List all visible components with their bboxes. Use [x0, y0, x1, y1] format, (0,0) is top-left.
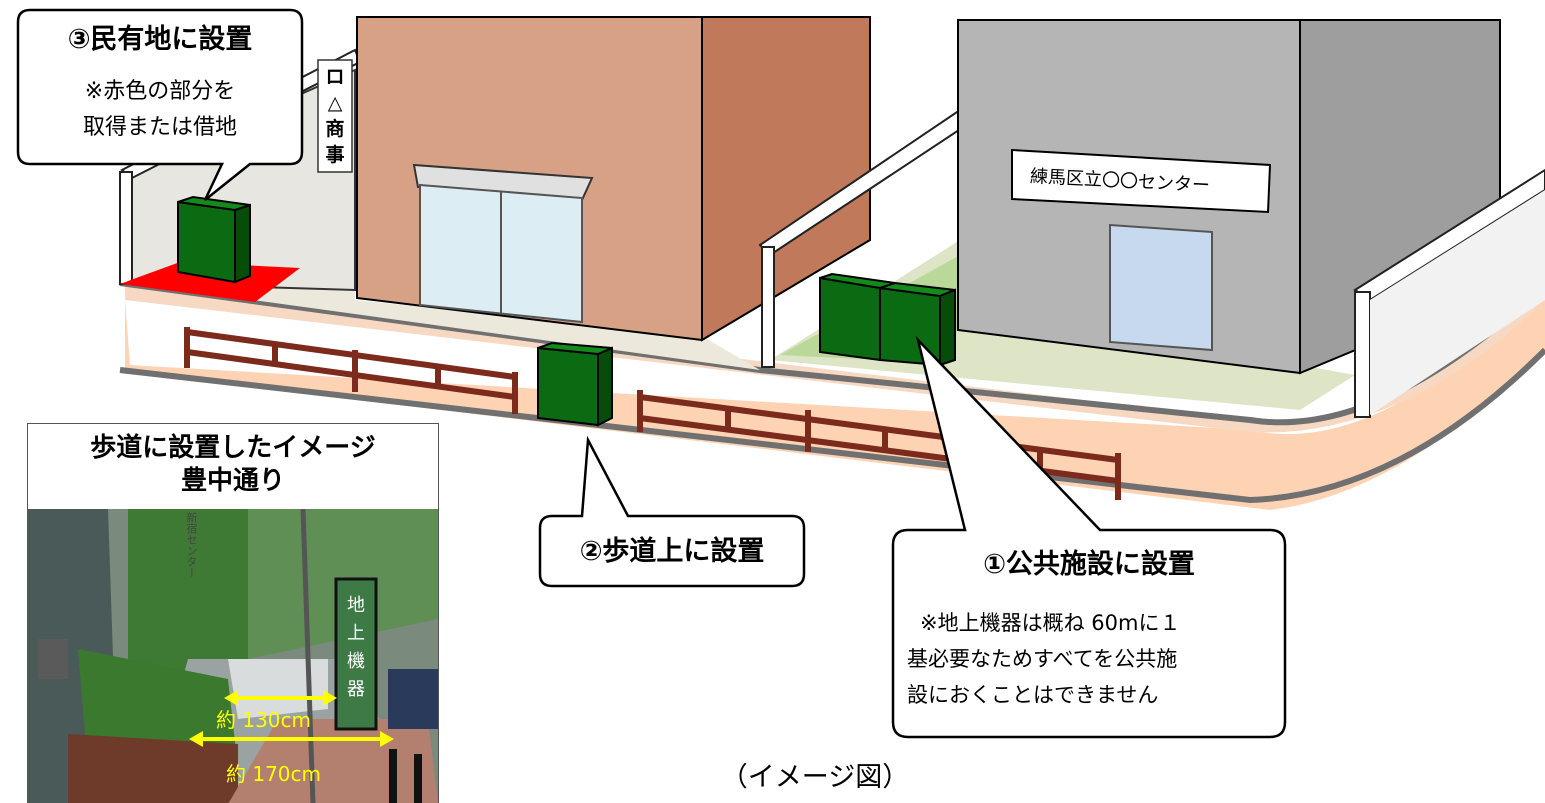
shop-sign-board	[317, 59, 353, 173]
street-photo	[28, 509, 438, 803]
shop-sign-char: 商	[325, 118, 345, 140]
callout-private-bubble	[16, 8, 304, 201]
equipment-char: 機	[347, 651, 365, 672]
equipment-private-side	[234, 203, 251, 284]
callout-public-title: ①公共施設に設置	[983, 549, 1195, 580]
equipment-char: 上	[347, 623, 365, 644]
shop-sign-char: 事	[325, 144, 345, 166]
callout-private-title: ③民有地に設置	[67, 24, 253, 55]
callout-public-note-3: 設におくことはできません	[907, 683, 1159, 707]
caption: （イメージ図）	[720, 762, 910, 793]
curb-bottom	[119, 347, 1545, 504]
callout-public-note-2: 基必要なためすべてを公共施	[907, 647, 1178, 671]
photo-title: 歩道に設置したイメージ 豊中通り	[28, 424, 438, 509]
far-right-post	[1354, 291, 1371, 418]
equipment-private-front	[177, 200, 236, 284]
callout-public-note-1: ※地上機器は概ね 60mに１	[920, 611, 1181, 635]
shop-sign-char: ロ	[325, 66, 345, 88]
photo-equipment	[334, 577, 378, 731]
public-sign-board	[1011, 148, 1272, 214]
photo-inset: 歩道に設置したイメージ 豊中通り 地 上 機 器 新宿センター 約 130cm …	[27, 423, 439, 803]
shop-sign-char: △	[327, 92, 343, 114]
equipment-sidewalk-front	[537, 346, 599, 427]
measure-130: 約 130cm	[216, 708, 312, 732]
photo-equipment-label: 地 上 機 器	[336, 592, 376, 704]
callout-public-bubble	[891, 335, 1287, 739]
measure-170: 約 170cm	[226, 762, 322, 786]
equipment-private-top	[177, 195, 251, 212]
red-area	[120, 262, 300, 302]
photo-title-line-2: 豊中通り	[180, 466, 285, 496]
public-door	[1109, 223, 1213, 352]
callout-sidewalk-title: ②歩道上に設置	[579, 536, 765, 567]
callout-sidewalk-bubble	[538, 435, 806, 588]
shop-sign-text: ロ △ 商 事	[318, 64, 352, 168]
photo-building-sign: 新宿センター	[185, 512, 198, 578]
sidewalk	[125, 300, 1545, 510]
shop-side	[701, 16, 871, 342]
photo-title-line-1: 歩道に設置したイメージ	[90, 433, 376, 463]
callout-public: ①公共施設に設置 ※地上機器は概ね 60mに１ 基必要なためすべてを公共施 設に…	[895, 545, 1283, 713]
callout-private-note-1: ※赤色の部分を	[84, 79, 236, 104]
callout-private-note-2: 取得または借地	[82, 115, 237, 140]
equipment-public-1	[819, 276, 881, 362]
equipment-char: 地	[347, 595, 365, 616]
equipment-char: 器	[347, 679, 365, 700]
callout-private: ③民有地に設置 ※赤色の部分を 取得または借地	[20, 20, 300, 146]
left-fence-post	[119, 171, 133, 285]
right-fence-post	[761, 246, 775, 368]
fence-left	[184, 327, 518, 414]
